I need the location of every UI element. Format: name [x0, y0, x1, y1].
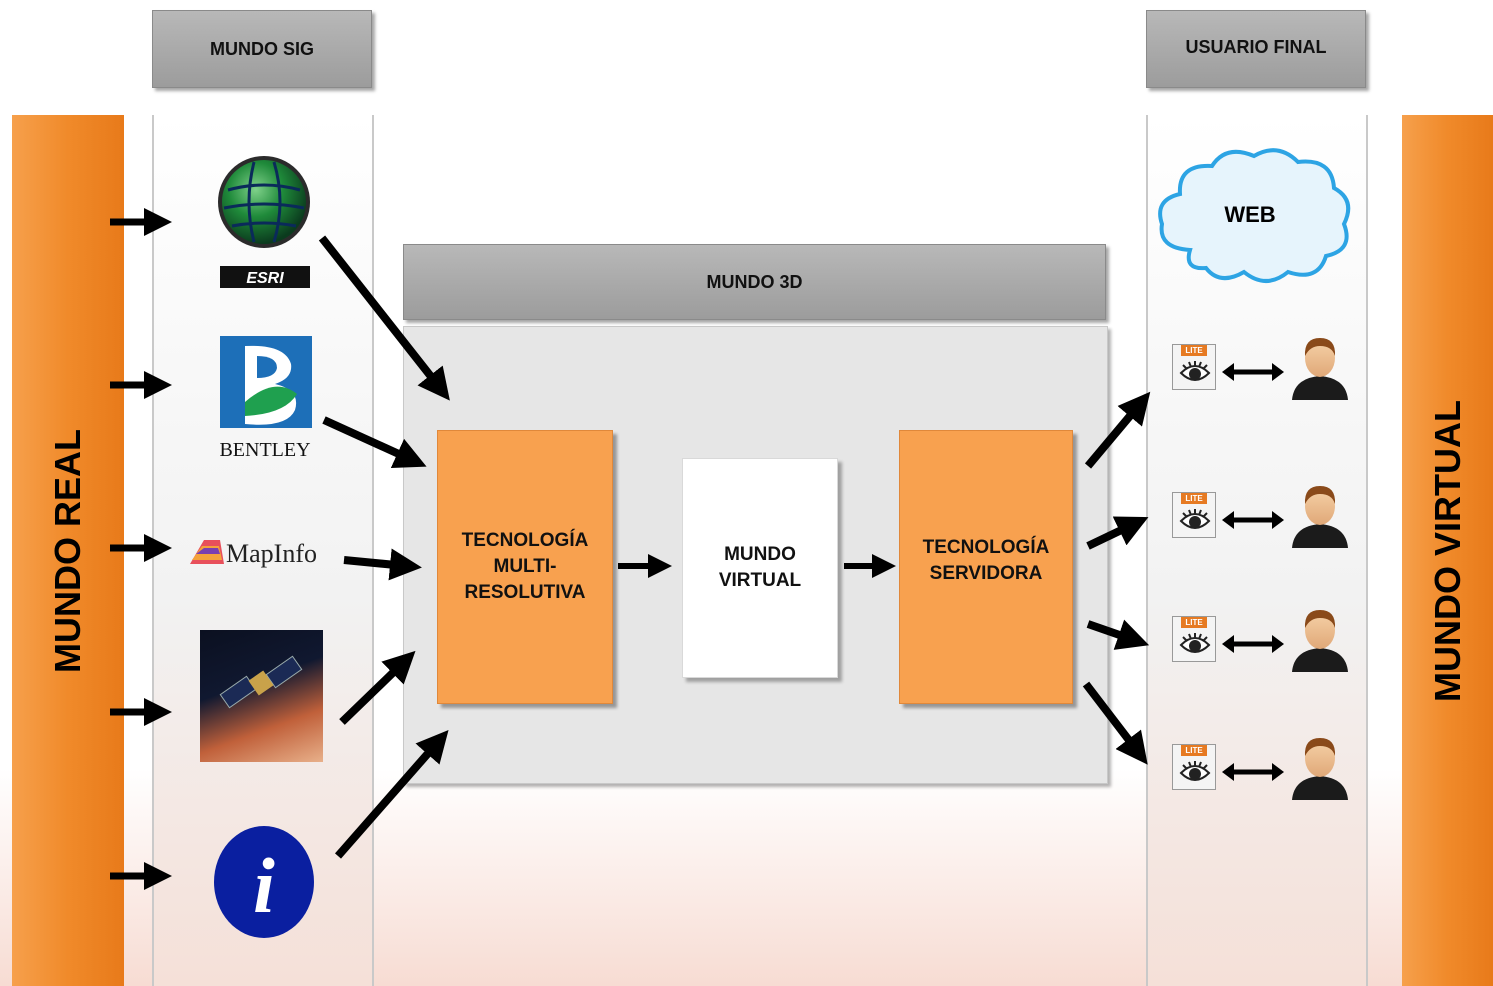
- user-row: LITE: [1168, 338, 1358, 402]
- esri-text: ESRI: [246, 270, 284, 287]
- web-label: WEB: [1224, 202, 1276, 227]
- user-icon: [1292, 738, 1348, 800]
- lite-badge: LITE: [1181, 617, 1207, 628]
- info-icon: i: [212, 824, 316, 940]
- mapinfo-text: MapInfo: [226, 539, 317, 568]
- esri-logo: ESRI: [214, 150, 314, 290]
- info-letter: i: [253, 842, 275, 929]
- arrow-bentley-tec: [322, 416, 427, 468]
- mundo-virtual-bar: MUNDO VIRTUAL: [1402, 115, 1493, 986]
- tecnologia-servidora-box: TECNOLOGÍA SERVIDORA: [899, 430, 1073, 704]
- lite-badge: LITE: [1181, 345, 1207, 356]
- mundo-sig-header: MUNDO SIG: [152, 10, 372, 88]
- mundo-3d-header: MUNDO 3D: [403, 244, 1106, 320]
- usuario-final-header: USUARIO FINAL: [1146, 10, 1366, 88]
- user-icon: [1292, 338, 1348, 400]
- bidirectional-arrow: [1222, 763, 1284, 781]
- viewer-icon: LITE: [1172, 344, 1216, 390]
- bidirectional-arrow: [1222, 511, 1284, 529]
- arrow-esri-tec: [318, 235, 450, 401]
- arrow-serv-user3: [1086, 619, 1150, 650]
- viewer-icon: LITE: [1172, 492, 1216, 538]
- mundo-real-bar: MUNDO REAL: [12, 115, 124, 986]
- arrow-serv-user1: [1084, 391, 1151, 469]
- mundo-virtual-box: MUNDO VIRTUAL: [682, 458, 838, 678]
- bidirectional-arrow: [1222, 363, 1284, 381]
- viewer-icon: LITE: [1172, 744, 1216, 790]
- viewer-icon: LITE: [1172, 616, 1216, 662]
- user-icon: [1292, 486, 1348, 548]
- user-row: LITE: [1168, 610, 1358, 674]
- bidirectional-arrow: [1222, 635, 1284, 653]
- arrow-info-tec: [334, 729, 449, 859]
- web-cloud: WEB: [1150, 140, 1360, 290]
- mapinfo-logo: MapInfo: [186, 528, 336, 574]
- arrow-mapinfo-tec: [343, 548, 422, 581]
- cloud-icon: [1158, 148, 1351, 283]
- user-row: LITE: [1168, 486, 1358, 550]
- globe-icon: ESRI: [218, 156, 310, 288]
- lite-badge: LITE: [1181, 745, 1207, 756]
- arrow-serv-user4: [1082, 681, 1148, 765]
- satellite-image: [200, 630, 323, 762]
- user-row: LITE: [1168, 738, 1358, 802]
- arrow-satellite-tec: [339, 650, 416, 725]
- user-icon: [1292, 610, 1348, 672]
- tecnologia-multiresolutiva-box: TECNOLOGÍA MULTI- RESOLUTIVA: [437, 430, 613, 704]
- lite-badge: LITE: [1181, 493, 1207, 504]
- bentley-logo: BENTLEY: [215, 336, 315, 464]
- arrow-serv-user2: [1086, 516, 1149, 550]
- bentley-text: BENTLEY: [219, 439, 310, 461]
